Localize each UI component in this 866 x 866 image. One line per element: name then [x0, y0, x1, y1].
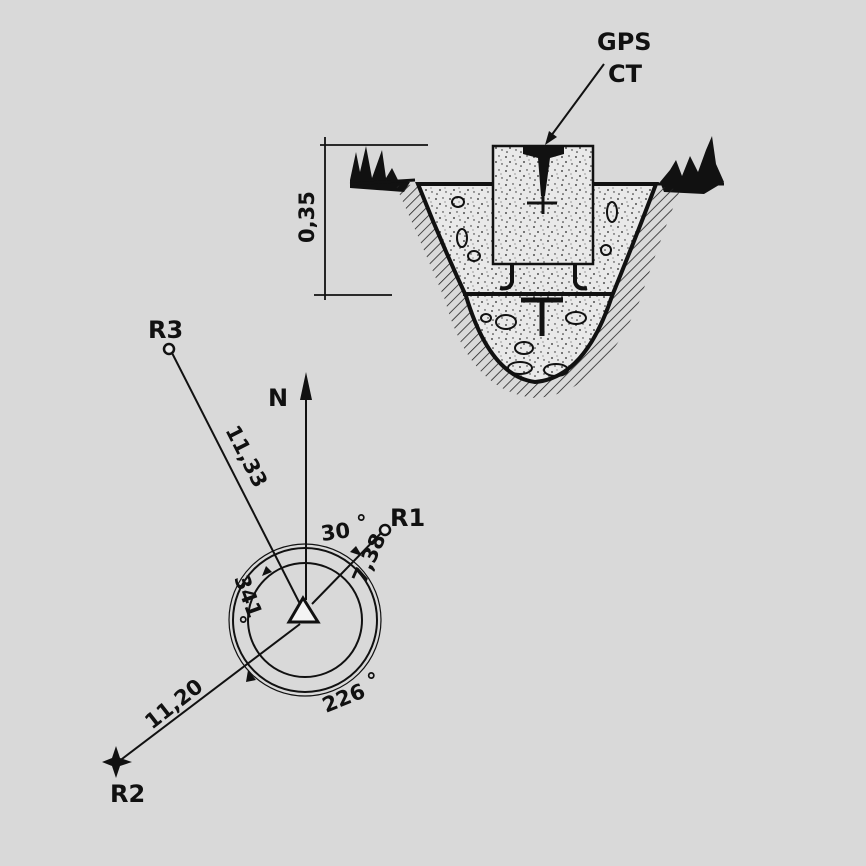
inner-ring [247, 562, 363, 678]
grass-right [660, 136, 724, 194]
r2-angle: 226 [319, 679, 369, 718]
r2-point-icon [102, 746, 132, 778]
r2-label: R2 [110, 780, 145, 808]
station-triangle-icon [286, 595, 321, 624]
r1-label: R1 [390, 504, 425, 532]
location-sketch: N R1 R2 R3 11,33 7,38 11,20 30 ° 341 ° 2… [102, 316, 425, 808]
r3-label: R3 [148, 316, 183, 344]
stones [451, 196, 618, 377]
gps-label: GPS [597, 28, 652, 56]
ground-line-left [349, 178, 416, 186]
monument-section: 0,35 GPS CT [295, 28, 724, 398]
marker-bolt-icon [523, 146, 564, 196]
r1-point-icon [378, 523, 392, 537]
grass-left [350, 146, 410, 192]
line-to-r3 [169, 348, 301, 605]
gps-leader-line [547, 63, 605, 141]
outer-ring [232, 547, 378, 693]
r2-angle-degree: ° [366, 669, 377, 693]
r2-distance: 11,20 [140, 674, 207, 734]
r1-distance: 7,38 [348, 530, 391, 587]
depth-label: 0,35 [295, 191, 319, 243]
line-to-r1 [311, 529, 385, 605]
r1-angle-degree: ° [356, 511, 367, 535]
line-to-r2 [117, 623, 301, 763]
r3-angle-degree: ° [238, 613, 249, 637]
soil-hatch [396, 184, 680, 398]
r3-point-icon [162, 342, 176, 356]
r1-angle: 30 [319, 518, 351, 546]
gps-leader-arrowhead [545, 131, 557, 145]
north-label: N [268, 384, 288, 412]
pit-fill [415, 182, 659, 385]
anchor-left [499, 264, 514, 291]
ct-label: CT [608, 60, 643, 88]
north-arrow-icon [300, 372, 312, 400]
r3-distance: 11,33 [221, 421, 273, 491]
anchor-right [573, 264, 588, 291]
